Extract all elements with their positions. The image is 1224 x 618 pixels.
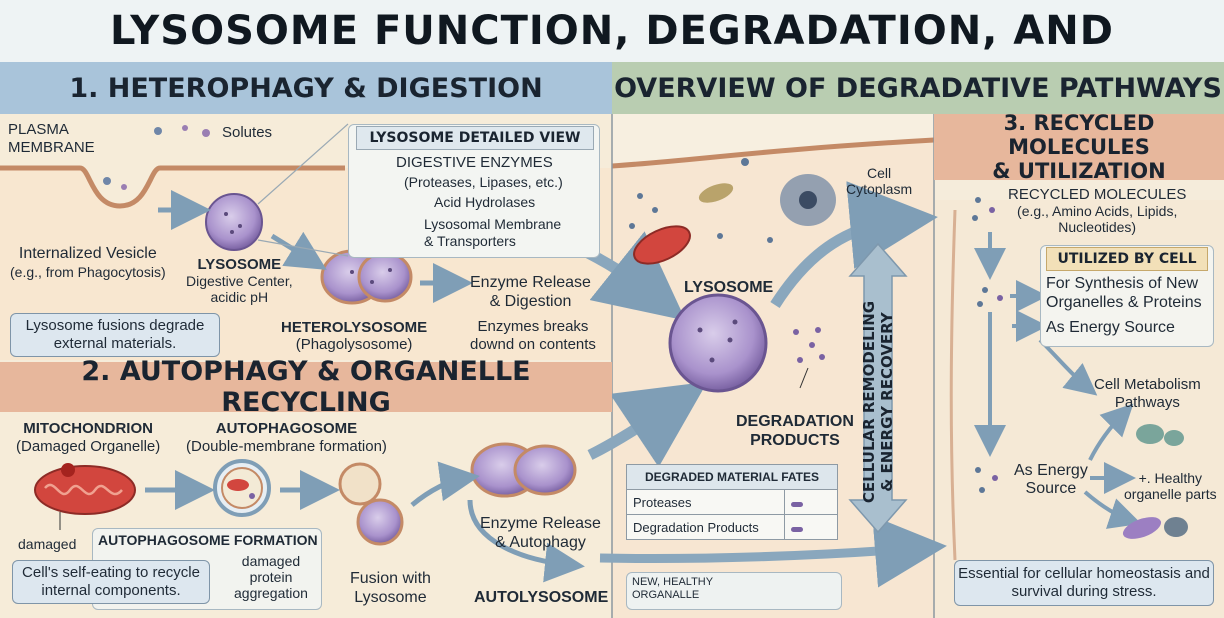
page-title: LYSOSOME FUNCTION, DEGRADATION, AND AUTO… [0, 0, 1224, 116]
degradation-products-label: DEGRADATION PRODUCTS [736, 413, 854, 449]
table-row: Degradation Products [626, 514, 838, 540]
heterolysosome-label: HETEROLYSOSOME (Phagolysosome) [281, 319, 428, 353]
overview-lysosome-label: LYSOSOME [684, 279, 774, 296]
energy-source-label: As Energy Source [1046, 319, 1175, 336]
section2-header: 2. AUTOPHAGY & ORGANELLE RECYCLING [0, 356, 612, 418]
remodeling-label: CELLULAR REMODELING & ENERGY RECOVERY [860, 300, 896, 504]
mitochondrion-label: MITOCHONDRION (Damaged Organelle) [16, 420, 161, 455]
homeostasis-note: Essential for cellular homeostasis and s… [954, 560, 1214, 606]
damaged-label: damaged [18, 536, 77, 552]
vesicle-label: Internalized Vesicle (e.g., from Phagocy… [10, 245, 166, 280]
autophagy-note: Cell's self-eating to recycle internal c… [12, 560, 210, 604]
enzymes-examples-label: (Proteases, Lipases, etc.) [404, 174, 563, 190]
enzyme-release-label: Enzyme Release & Digestion [470, 274, 591, 310]
utilized-header: UTILIZED BY CELL [1046, 247, 1208, 271]
heterophagy-note: Lysosome fusions degrade external materi… [10, 313, 220, 357]
overview-header: OVERVIEW OF DEGRADATIVE PATHWAYS [612, 62, 1224, 114]
solutes-label: Solutes [222, 124, 273, 141]
cytoplasm-label: Cell Cytoplasm [846, 165, 913, 197]
plasma-membrane-label: PLASMA MEMBRANE [8, 121, 95, 156]
section3-header: 3. RECYCLED MOLECULES & UTILIZATION [934, 111, 1224, 183]
digestive-enzymes-label: DIGESTIVE ENZYMES [396, 154, 553, 171]
table-row: Proteases [626, 489, 838, 515]
metabolism-label: Cell Metabolism Pathways [1094, 376, 1201, 411]
autophagosome-label: AUTOPHAGOSOME (Double-membrane formation… [186, 420, 387, 455]
autophagy-release-label: Enzyme Release & Autophagy [480, 515, 601, 551]
recycled-molecules-label: RECYCLED MOLECULES (e.g., Amino Acids, L… [1008, 186, 1187, 236]
fates-table: DEGRADED MATERIAL FATES Proteases Degrad… [626, 464, 838, 540]
autolysosome-label: AUTOLYSOSOME [474, 589, 609, 606]
section3-header-line2: & UTILIZATION [992, 159, 1166, 183]
energy-source2-label: As Energy Source [1014, 462, 1088, 497]
fates-header: DEGRADED MATERIAL FATES [626, 464, 838, 490]
synthesis-label: For Synthesis of New Organelles & Protei… [1046, 275, 1202, 311]
section1-header: 1. HETEROPHAGY & DIGESTION [0, 62, 612, 114]
detail-header: LYSOSOME DETAILED VIEW [356, 126, 594, 150]
lysosome1-label: LYSOSOME Digestive Center, acidic pH [186, 256, 293, 306]
acid-hydrolases-label: Acid Hydrolases [434, 194, 536, 210]
healthy-parts-label: +. Healthy organelle parts [1124, 470, 1217, 502]
section3-header-line1: 3. RECYCLED MOLECULES [1003, 111, 1155, 159]
new-organelle-panel [626, 572, 842, 610]
autophagosome-formation-title: AUTOPHAGOSOME FORMATION [98, 532, 318, 548]
new-organelle-label: NEW, HEALTHY ORGANALLE [632, 576, 714, 601]
membrane-transporters-label: Lysosomal Membrane & Transporters [424, 216, 562, 249]
fusion-label: Fusion with Lysosome [350, 570, 431, 606]
aggregation-label: damaged protein aggregation [234, 553, 308, 601]
enzymes-breaks-label: Enzymes breaks downd on contents [470, 318, 596, 353]
